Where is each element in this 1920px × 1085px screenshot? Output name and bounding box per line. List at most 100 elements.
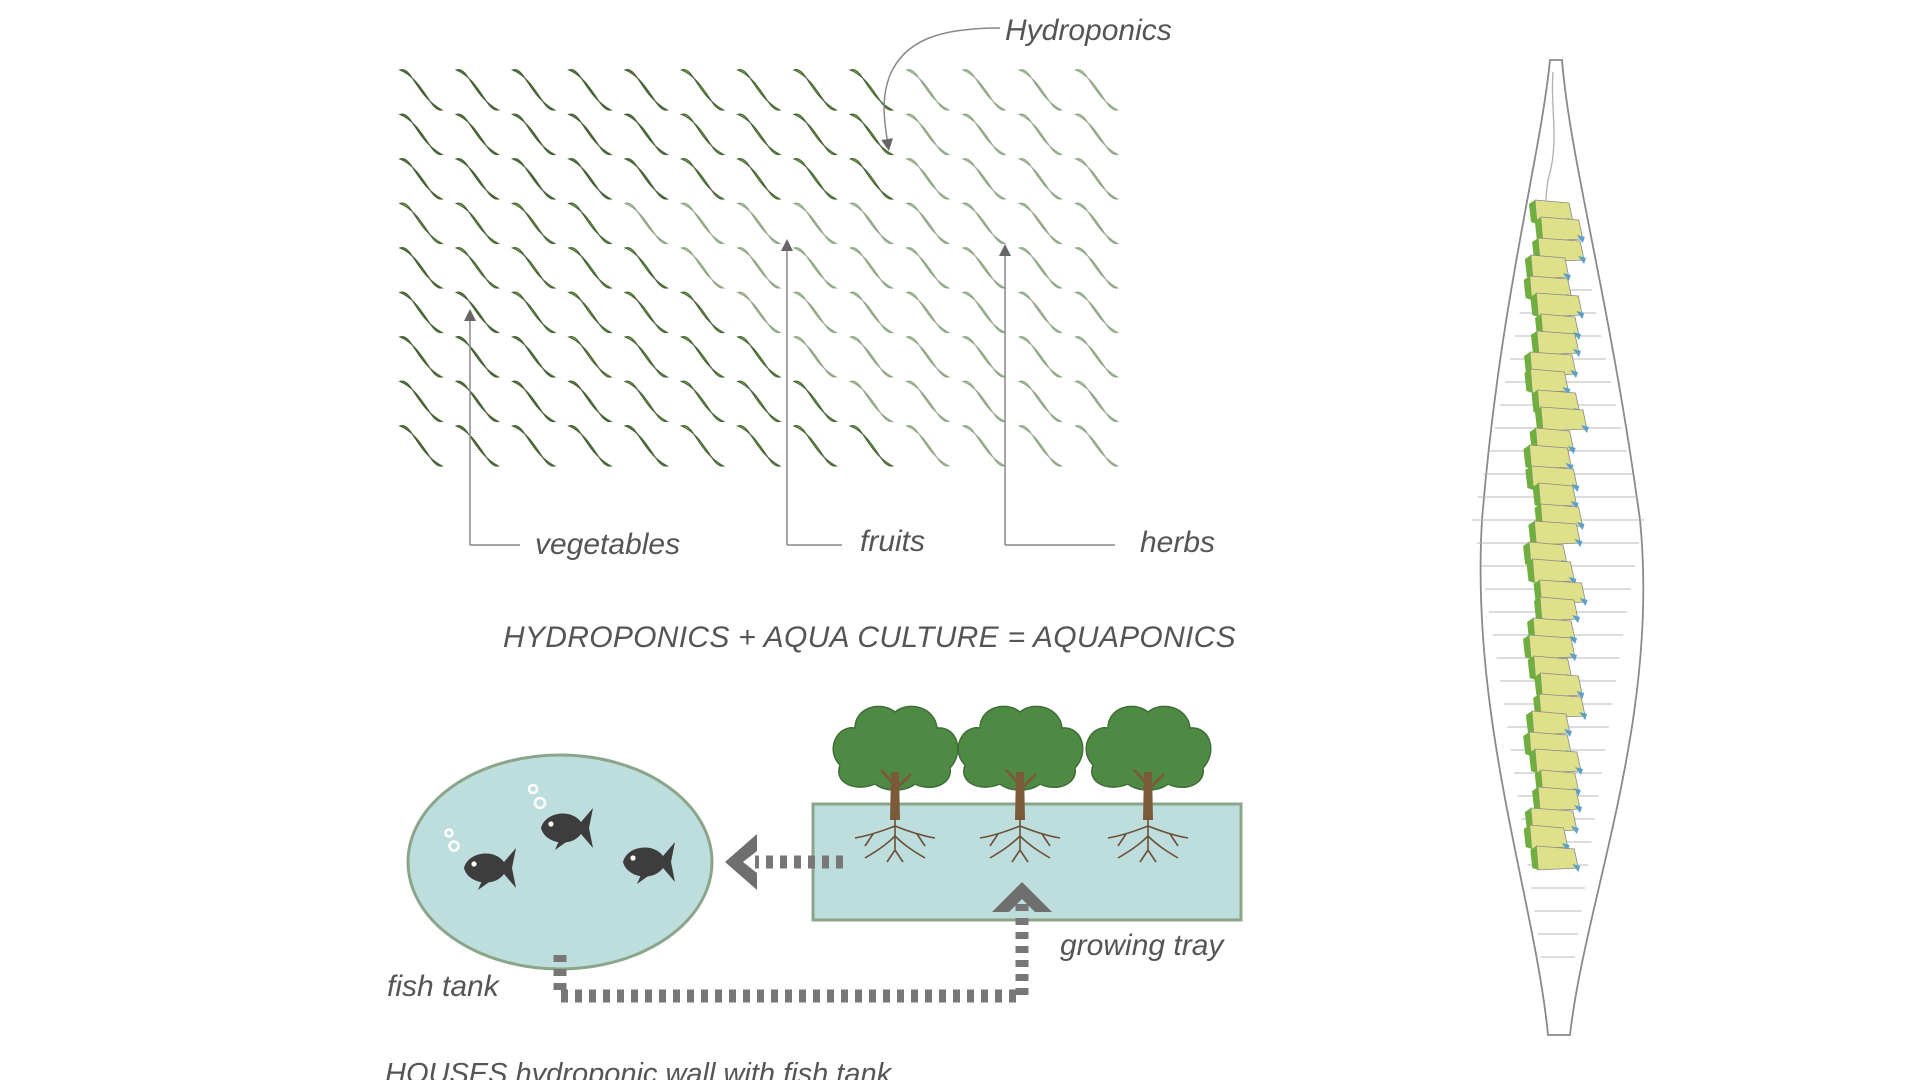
roots-icon	[854, 818, 936, 863]
leaf-module	[1073, 113, 1120, 156]
leaf-module	[1073, 336, 1120, 378]
leaf-module	[679, 202, 726, 245]
leaf-module	[904, 425, 951, 467]
tank-to-tray-flow	[553, 903, 1029, 1003]
leaf-module	[510, 158, 557, 200]
planter-module	[1534, 406, 1589, 433]
leaf-module	[736, 202, 782, 245]
leaf-module	[510, 380, 557, 423]
roots-icon	[979, 818, 1061, 863]
herbs-label: herbs	[1140, 526, 1215, 559]
leaf-module	[904, 69, 951, 111]
leaf-module	[736, 158, 782, 200]
leaf-module	[398, 247, 444, 289]
leaf-module	[1017, 425, 1064, 467]
planter-module	[1530, 330, 1581, 357]
equation-heading: HYDROPONICS + AQUA CULTURE = AQUAPONICS	[503, 621, 1236, 654]
leaf-module	[454, 380, 501, 423]
leaf-module	[904, 336, 951, 378]
tree-icon	[832, 705, 959, 863]
bubbles-icon	[444, 783, 547, 852]
tree-icon	[957, 705, 1084, 863]
fish-icon	[541, 808, 593, 850]
leaf-module	[567, 380, 613, 423]
leaf-module	[398, 202, 444, 245]
leaf-module	[792, 158, 838, 200]
leaf-module	[454, 202, 501, 245]
leaf-module	[623, 380, 670, 423]
leaf-module	[1017, 291, 1064, 334]
leaf-module	[454, 425, 501, 467]
tree-group	[832, 705, 1212, 863]
leaf-module	[623, 425, 670, 467]
fish-icon	[623, 842, 675, 884]
leaf-module	[1073, 158, 1120, 200]
leaf-module	[567, 69, 613, 111]
leaf-module	[623, 336, 670, 378]
leaf-module	[679, 247, 726, 289]
leaf-module	[961, 291, 1007, 334]
leaf-module	[623, 158, 670, 200]
leaf-module	[848, 336, 895, 378]
leaf-module	[961, 336, 1007, 378]
leaf-module	[510, 425, 557, 467]
fish-icon	[464, 848, 516, 890]
leaf-module	[904, 113, 951, 156]
planter-module	[1523, 444, 1574, 471]
planter-module	[1523, 824, 1570, 851]
leaf-module	[961, 247, 1007, 289]
leaf-module	[848, 202, 895, 245]
zone-leaders	[464, 27, 1115, 546]
leaf-module	[848, 158, 895, 200]
leaf-module	[510, 291, 557, 334]
leaf-module	[736, 247, 782, 289]
leaf-module	[1073, 291, 1120, 334]
leaf-module	[679, 113, 726, 156]
leaf-module	[904, 247, 951, 289]
leaf-module	[398, 380, 444, 423]
leaf-module	[736, 425, 782, 467]
planter-module	[1532, 482, 1579, 509]
leaf-module	[1017, 380, 1064, 423]
leaf-module	[567, 425, 613, 467]
planter-module	[1530, 845, 1581, 872]
leaf-module	[1017, 158, 1064, 200]
leaf-module	[1017, 336, 1064, 378]
leaf-module	[736, 336, 782, 378]
leaf-module	[736, 380, 782, 423]
leaf-module	[454, 336, 501, 378]
hydroponics-label: Hydroponics	[1005, 14, 1172, 47]
leaf-module	[736, 113, 782, 156]
leaf-module	[398, 69, 444, 111]
fish-tank-label: fish tank	[387, 970, 501, 1003]
leaf-module	[1073, 202, 1120, 245]
leaf-module	[1073, 380, 1120, 423]
leaf-module	[454, 247, 501, 289]
planter-module	[1524, 254, 1571, 281]
leaf-module	[792, 113, 838, 156]
leaf-module	[567, 291, 613, 334]
leaf-module	[961, 202, 1007, 245]
leaf-module	[567, 247, 613, 289]
leaf-module	[567, 158, 613, 200]
fruits-label: fruits	[860, 525, 925, 558]
leaf-module	[792, 425, 838, 467]
leaf-module	[848, 291, 895, 334]
leaf-module	[792, 291, 838, 334]
vegetables-label: vegetables	[535, 528, 680, 561]
aquaponics-system	[406, 705, 1243, 1003]
leaf-module	[904, 291, 951, 334]
planter-module	[1534, 672, 1585, 699]
leaf-module	[961, 380, 1007, 423]
planter-module	[1534, 216, 1585, 243]
leaf-module	[736, 69, 782, 111]
leaf-module	[792, 336, 838, 378]
leaf-module	[398, 113, 444, 156]
leaf-module	[398, 336, 444, 378]
hydroponics-leader-curve	[881, 27, 1001, 151]
leaf-module	[454, 113, 501, 156]
leaf-module	[1073, 425, 1120, 467]
leaf-module	[1017, 202, 1064, 245]
leaf-module	[848, 69, 895, 111]
planter-module	[1523, 634, 1578, 661]
